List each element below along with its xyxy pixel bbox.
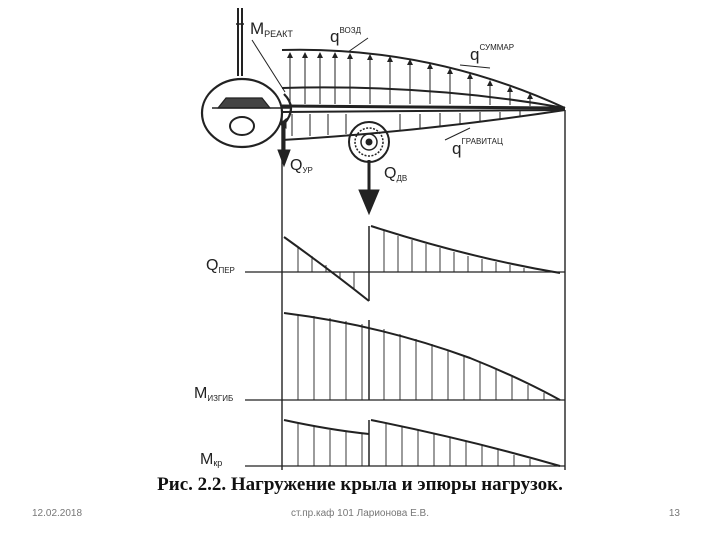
engine-icon [348,121,390,163]
shear-diagram [283,225,561,302]
q-gravitac-diagram [281,109,566,141]
q-vozd-diagram [281,48,566,109]
figure-caption: Рис. 2.2. Нагружение крыла и эпюры нагру… [157,474,563,495]
label-m-kr: Mкр [200,451,222,468]
label-q-vozd: qВОЗД [330,26,362,46]
bending-moment-diagram [283,312,561,401]
wing-profile [281,104,566,113]
label-q-ur: QУР [290,157,313,175]
label-q-dv: QДВ [384,165,407,183]
label-m-react: MРЕАКТ [250,19,293,39]
fuselage [200,8,293,149]
leader-lines [251,37,491,141]
footer-date: 12.02.2018 [32,508,83,519]
wing-load-diagram: MРЕАКТ qВОЗД qСУММАР qГРАВИТАЦ QУР QДВ Q… [194,8,566,470]
label-m-izgib: MИЗГИБ [194,385,233,403]
label-q-gravitac: qГРАВИТАЦ [452,137,503,158]
torque-diagram [283,419,561,467]
label-q-summar: qСУММАР [470,43,514,64]
footer-author: ст.пр.каф 101 Ларионова Е.В. [291,508,429,519]
footer-page-number: 13 [668,508,680,519]
label-q-per: QПЕР [206,257,235,275]
load-arrows [277,125,380,216]
